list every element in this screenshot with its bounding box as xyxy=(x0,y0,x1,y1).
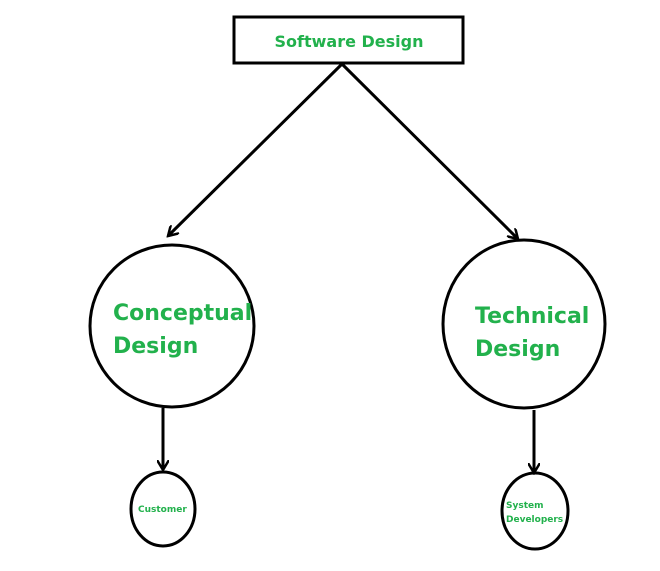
arrow-to-technical xyxy=(340,62,518,239)
root-label: Software Design xyxy=(275,32,424,51)
technical-design-node: Technical Design xyxy=(441,238,607,410)
conceptual-label-line1: Conceptual xyxy=(113,301,252,326)
customer-node: Customer xyxy=(129,470,197,548)
technical-label-line2: Design xyxy=(475,337,560,362)
arrow-to-conceptual xyxy=(168,62,344,236)
developers-label-line2: Developers xyxy=(506,515,563,525)
system-developers-node: System Developers xyxy=(500,471,570,551)
technical-label-line1: Technical xyxy=(475,304,589,329)
root-node: Software Design xyxy=(232,15,465,65)
conceptual-label-line2: Design xyxy=(113,334,198,359)
developers-label-line1: System xyxy=(506,501,544,511)
conceptual-design-node: Conceptual Design xyxy=(88,243,256,409)
customer-label: Customer xyxy=(138,505,187,515)
